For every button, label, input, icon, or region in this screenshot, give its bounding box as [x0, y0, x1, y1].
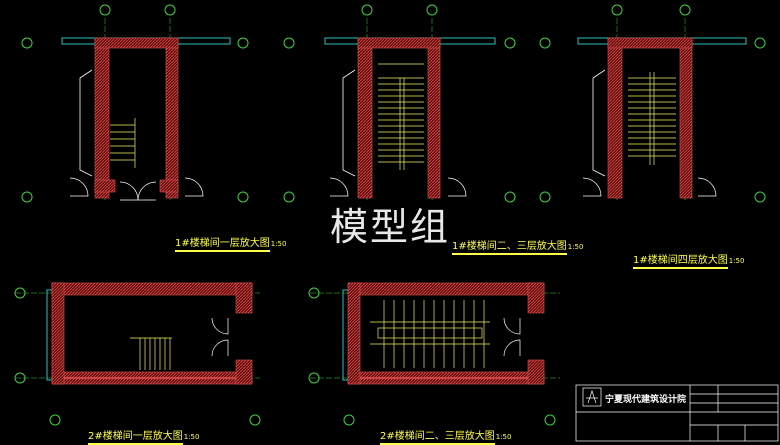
watermark-text: 模型组: [330, 205, 451, 249]
axis-bubble: [361, 4, 373, 16]
view-title: 2#楼梯间一层放大图: [88, 431, 183, 445]
axis-bubble: [164, 4, 176, 16]
axis-bubble: [426, 4, 438, 16]
axis-bubble: [539, 191, 551, 203]
institute-name: 宁夏现代建筑设计院: [605, 395, 687, 405]
axis-bubble: [14, 372, 26, 384]
view-scale: 1:50: [567, 243, 584, 251]
door-swings: [329, 177, 467, 197]
plan-2-floor1: [14, 282, 261, 426]
view-scale: 1:50: [270, 240, 287, 248]
axis-bubble: [283, 191, 295, 203]
axis-bubble: [237, 37, 249, 49]
view-caption: 1#楼梯间四层放大图1:50: [633, 251, 745, 269]
plan-2-floor2-3: [308, 282, 560, 426]
axis-bubble: [504, 37, 516, 49]
axis-bubble: [21, 37, 33, 49]
stair-flights: [628, 72, 676, 165]
axis-bubble: [249, 414, 261, 426]
view-caption: 2#楼梯间二、三层放大图1:50: [380, 427, 512, 445]
axis-bubble: [99, 4, 111, 16]
axis-bubble: [611, 4, 623, 16]
door-swings: [211, 317, 229, 357]
plan-1-floor2-3: [283, 4, 516, 203]
title-block: [575, 384, 779, 442]
view-title: 1#楼梯间一层放大图: [175, 238, 270, 252]
axis-bubble: [308, 372, 320, 384]
plan-1-floor1: [21, 4, 249, 203]
axis-bubble: [237, 191, 249, 203]
axis-bubble: [283, 37, 295, 49]
view-scale: 1:50: [183, 433, 200, 441]
view-scale: 1:50: [728, 257, 745, 265]
view-title: 2#楼梯间二、三层放大图: [380, 431, 495, 445]
axis-bubble: [754, 191, 766, 203]
view-title: 1#楼梯间四层放大图: [633, 255, 728, 269]
stair-flight: [110, 118, 136, 168]
door-swings: [582, 177, 717, 197]
axis-bubble: [504, 191, 516, 203]
logo-mark: [582, 387, 602, 407]
view-scale: 1:50: [495, 433, 512, 441]
axis-bubble: [343, 414, 355, 426]
view-title: 1#楼梯间二、三层放大图: [452, 241, 567, 255]
plan-1-floor4: [539, 4, 766, 203]
axis-bubble: [308, 287, 320, 299]
axis-bubble: [21, 191, 33, 203]
axis-bubble: [754, 37, 766, 49]
axis-bubble: [49, 414, 61, 426]
door-swings: [69, 177, 204, 201]
axis-bubble: [544, 414, 556, 426]
axis-bubble: [14, 287, 26, 299]
door-swings: [503, 317, 521, 357]
axis-bubble: [679, 4, 691, 16]
view-caption: 1#楼梯间一层放大图1:50: [175, 234, 287, 252]
view-caption: 1#楼梯间二、三层放大图1:50: [452, 237, 584, 255]
stair-flights: [378, 63, 424, 170]
stair-flight: [130, 337, 172, 370]
stair-flights: [370, 300, 490, 368]
view-caption: 2#楼梯间一层放大图1:50: [88, 427, 200, 445]
axis-bubble: [539, 37, 551, 49]
